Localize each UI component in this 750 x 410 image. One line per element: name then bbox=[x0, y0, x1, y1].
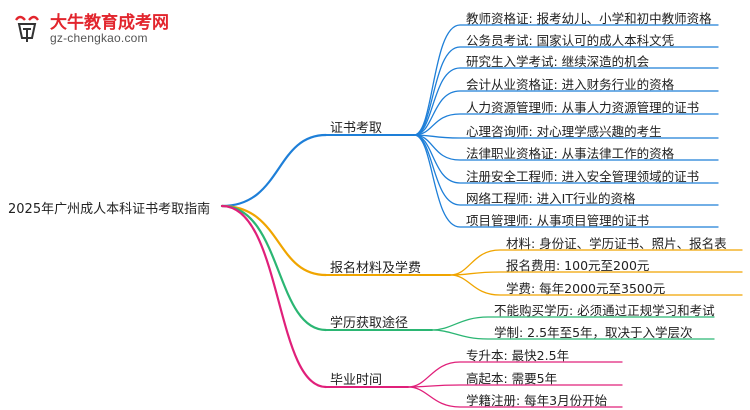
leaf-connector-degree-path-1 bbox=[431, 329, 715, 340]
logo-brand-text: 大牛教育成考网 bbox=[50, 13, 169, 33]
leaf-graduation-1: 高起本: 需要5年 bbox=[466, 371, 558, 386]
leaf-certificates-4: 人力资源管理师: 从事人力资源管理的证书 bbox=[466, 100, 700, 115]
leaf-materials-fees-0: 材料: 身份证、学历证书、照片、报名表 bbox=[506, 236, 727, 251]
leaf-connector-certificates-9 bbox=[413, 134, 719, 228]
branch-degree-path bbox=[220, 204, 328, 332]
leaf-certificates-7: 注册安全工程师: 进入安全管理领域的证书 bbox=[466, 169, 700, 184]
leaf-degree-path-0: 不能购买学历: 必须通过正规学习和考试 bbox=[494, 303, 715, 318]
root-topic: 2025年广州成人本科证书考取指南 bbox=[8, 202, 211, 217]
leaf-connector-certificates-6 bbox=[413, 134, 719, 161]
site-logo[interactable]: 大牛教育成考网 gz-chengkao.com bbox=[6, 6, 226, 52]
leaf-connector-certificates-0 bbox=[413, 24, 719, 136]
leaf-connector-certificates-3 bbox=[413, 90, 719, 136]
leaf-connector-graduation-0 bbox=[407, 361, 623, 388]
leaf-connector-materials-fees-0 bbox=[449, 249, 743, 276]
leaf-connector-materials-fees-2 bbox=[449, 274, 743, 296]
leaf-certificates-2: 研究生入学考试: 继续深造的机会 bbox=[466, 54, 650, 69]
leaf-certificates-0: 教师资格证: 报考幼儿、小学和初中教师资格 bbox=[466, 11, 712, 26]
logo-url-text: gz-chengkao.com bbox=[50, 31, 148, 45]
leaf-graduation-0: 专升本: 最快2.5年 bbox=[466, 348, 570, 363]
leaf-certificates-9: 项目管理师: 从事项目管理的证书 bbox=[466, 213, 650, 228]
leaf-materials-fees-1: 报名费用: 100元至200元 bbox=[506, 258, 650, 273]
leaf-graduation-2: 学籍注册: 每年3月份开始 bbox=[466, 393, 608, 408]
leaf-degree-path-1: 学制: 2.5年至5年，取决于入学层次 bbox=[494, 325, 693, 340]
leaf-connector-certificates-2 bbox=[413, 67, 719, 136]
leaf-connector-materials-fees-1 bbox=[449, 271, 743, 276]
category-degree-path: 学历获取途径 bbox=[330, 316, 409, 331]
leaf-certificates-5: 心理咨询师: 对心理学感兴趣的考生 bbox=[466, 124, 662, 139]
leaf-connector-degree-path-0 bbox=[431, 316, 715, 331]
leaf-connector-certificates-1 bbox=[413, 46, 719, 136]
leaf-certificates-8: 网络工程师: 进入IT行业的资格 bbox=[466, 191, 636, 206]
leaf-connector-graduation-1 bbox=[407, 384, 623, 388]
leaf-connector-graduation-2 bbox=[407, 386, 623, 408]
category-certificates: 证书考取 bbox=[330, 121, 383, 136]
category-graduation: 毕业时间 bbox=[330, 373, 383, 388]
branch-graduation bbox=[220, 204, 328, 389]
leaf-certificates-6: 法律职业资格证: 从事法律工作的资格 bbox=[466, 146, 675, 161]
branch-certificates bbox=[220, 133, 328, 208]
leaf-materials-fees-2: 学费: 每年2000元至3500元 bbox=[506, 281, 666, 296]
leaf-certificates-3: 会计从业资格证: 进入财务行业的资格 bbox=[466, 77, 675, 92]
branch-materials-fees bbox=[220, 204, 328, 277]
category-materials-fees: 报名材料及学费 bbox=[330, 261, 422, 276]
bull-logo-icon bbox=[15, 15, 39, 42]
leaf-certificates-1: 公务员考试: 国家认可的成人本科文凭 bbox=[466, 33, 675, 48]
leaf-connector-certificates-4 bbox=[413, 113, 719, 136]
